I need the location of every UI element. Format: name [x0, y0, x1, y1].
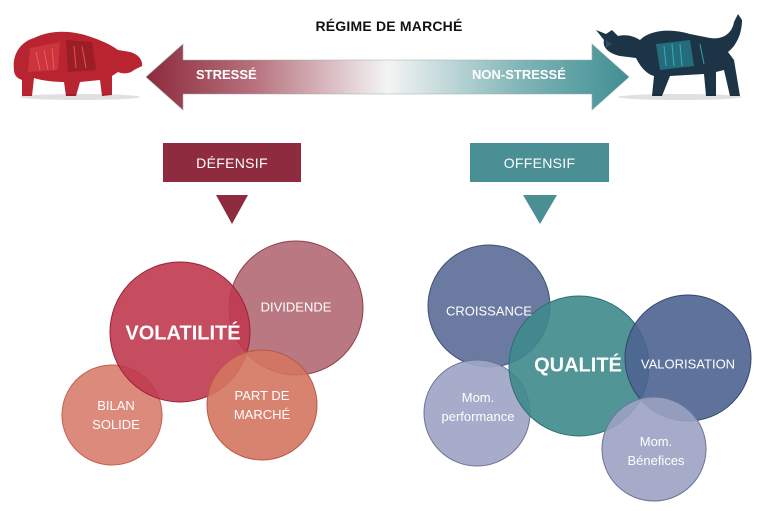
market-regime-arrow	[145, 43, 630, 111]
momentum-earnings-label-line1: Mom.	[639, 434, 673, 450]
defensive-label: DÉFENSIF	[196, 154, 268, 171]
balance-sheet-label: BILAN SOLIDE	[92, 397, 140, 435]
defensive-box: DÉFENSIF	[163, 143, 301, 182]
non-stressed-label: NON-STRESSÉ	[472, 67, 566, 82]
defensive-down-triangle	[216, 195, 248, 224]
offensive-down-triangle	[523, 195, 557, 224]
valuation-label: VALORISATION	[640, 356, 736, 372]
stressed-label: STRESSÉ	[196, 67, 257, 82]
diagram-title: RÉGIME DE MARCHÉ	[315, 18, 463, 34]
momentum-earnings-label-line2: Bénefices	[627, 453, 685, 468]
momentum-performance-label-line1: Mom.	[461, 390, 495, 406]
volatility-circle	[109, 261, 251, 403]
market-share-label: PART DE MARCHÉ	[234, 387, 290, 425]
bear-icon	[13, 31, 143, 100]
market-share-circle	[206, 349, 318, 461]
momentum-earnings-circle	[601, 396, 707, 502]
market-share-label-line2: MARCHÉ	[233, 407, 291, 422]
offensive-label: OFFENSIF	[503, 154, 576, 171]
bull-icon	[596, 14, 742, 100]
quality-label: QUALITÉ	[534, 354, 622, 377]
balance-sheet-circle	[61, 364, 163, 466]
balance-sheet-label-line2: SOLIDE	[92, 417, 140, 432]
market-share-label-line1: PART DE	[234, 388, 290, 404]
volatility-label: VOLATILITÉ	[125, 322, 241, 345]
momentum-performance-label: Mom. performance	[442, 389, 515, 427]
balance-sheet-label-line1: BILAN	[97, 398, 135, 414]
momentum-earnings-label: Mom. Bénefices	[627, 433, 684, 471]
dividend-label: DIVIDENDE	[260, 299, 332, 315]
offensive-box: OFFENSIF	[470, 143, 609, 182]
growth-label: CROISSANCE	[446, 303, 532, 319]
momentum-performance-label-line2: performance	[441, 409, 515, 424]
